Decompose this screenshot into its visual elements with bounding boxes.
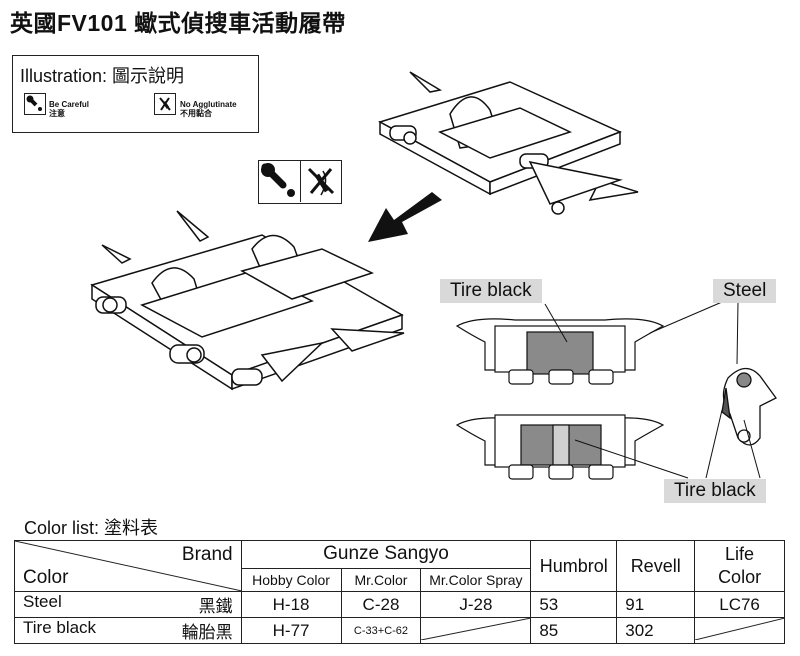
- header-brand-color: Brand Color: [14, 540, 242, 592]
- header-gunze: Gunze Sangyo: [240, 540, 532, 569]
- cell-revell: 302: [616, 617, 696, 644]
- color-table: Brand Color Gunze Sangyo Humbrol Revell …: [14, 540, 786, 644]
- header-diagonal-divider: [15, 541, 242, 591]
- be-careful-icon: [259, 161, 301, 202]
- step-icons: [258, 160, 342, 204]
- header-mr-color-spray: Mr.Color Spray: [420, 567, 532, 593]
- assembled-track-illustration: [90, 210, 405, 391]
- cell-spray-empty: [420, 617, 532, 644]
- header-mr-color: Mr.Color: [340, 567, 422, 593]
- no-glue-icon: [301, 161, 341, 202]
- color-name-en: Tire black: [23, 618, 97, 637]
- tire-black-label: Tire black: [440, 279, 542, 303]
- color-list-title: Color list: 塗料表: [24, 518, 159, 538]
- empty-cell-slash: [421, 618, 532, 640]
- illustration-legend: [12, 55, 259, 133]
- be-careful-label: Be Careful: [49, 100, 90, 109]
- track-top-view-illustration: [455, 318, 665, 385]
- header-revell: Revell: [616, 540, 696, 592]
- table-row: Steel 黑鐵 H-18 C-28 J-28 53 91 LC76: [14, 591, 785, 618]
- cell-life-empty: [694, 617, 786, 644]
- row-color-name: Tire black 輪胎黑: [14, 617, 242, 644]
- cell-life: LC76: [694, 591, 785, 618]
- no-glue-label-zh: 不用黏合: [180, 109, 212, 118]
- row-color-name: Steel 黑鐵: [14, 591, 242, 618]
- color-name-en: Steel: [23, 592, 62, 611]
- legend-title: Illustration: 圖示說明: [20, 66, 185, 86]
- be-careful-label-zh: 注意: [49, 109, 65, 118]
- cell-hobby: H-77: [240, 617, 342, 644]
- header-hobby-color: Hobby Color: [240, 567, 342, 593]
- empty-cell-slash: [695, 618, 786, 640]
- cell-humbrol: 85: [530, 617, 618, 644]
- no-glue-label: No Agglutinate: [180, 100, 237, 109]
- header-color: Color: [23, 567, 69, 588]
- header-life-color: Life Color: [694, 540, 785, 592]
- track-side-view-illustration: [721, 367, 777, 446]
- tire-black-label-bottom: Tire black: [664, 479, 766, 503]
- color-name-zh: 輪胎黑: [181, 623, 233, 642]
- header-brand: Brand: [181, 544, 233, 565]
- cell-revell: 91: [616, 591, 696, 618]
- header-humbrol: Humbrol: [530, 540, 618, 592]
- header-life-color-line1: Life: [725, 544, 755, 564]
- cell-mr: C-28: [340, 591, 422, 618]
- assembly-arrow-icon: [368, 192, 442, 242]
- be-careful-icon: [24, 93, 46, 115]
- steel-label: Steel: [713, 279, 777, 303]
- no-glue-icon: [154, 93, 176, 115]
- track-link-illustration: [378, 71, 639, 215]
- cell-mr: C-33+C-62: [340, 617, 422, 644]
- header-life-color-line2: Color: [718, 567, 762, 587]
- color-name-zh: 黑鐵: [198, 597, 233, 616]
- page-title: 英國FV101 蠍式偵搜車活動履帶: [10, 10, 346, 36]
- cell-spray: J-28: [420, 591, 532, 618]
- table-row: Tire black 輪胎黑 H-77 C-33+C-62 85 302: [14, 617, 786, 644]
- cell-hobby: H-18: [240, 591, 342, 618]
- track-bottom-view-illustration: [455, 414, 665, 480]
- cell-humbrol: 53: [530, 591, 618, 618]
